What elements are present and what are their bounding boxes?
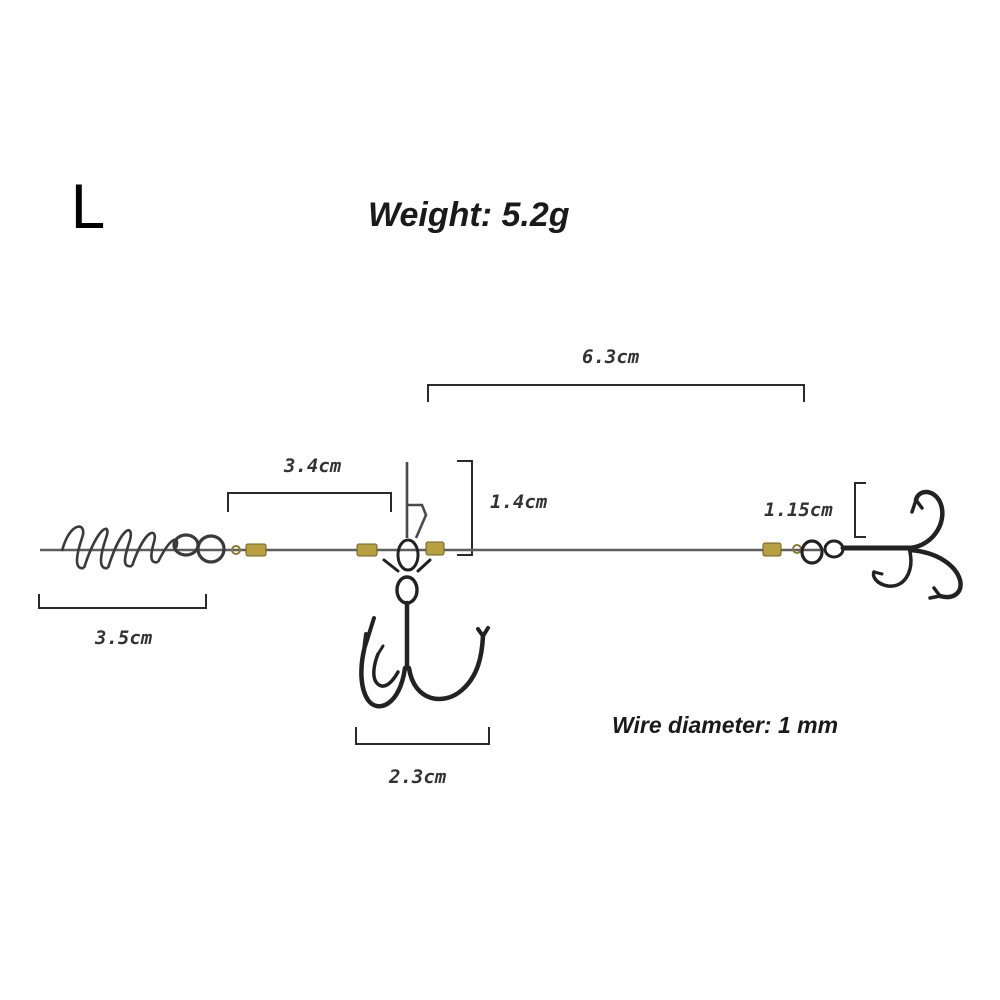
sleeve-4 — [762, 542, 782, 557]
bracket-middle-hook — [355, 727, 490, 745]
dimension-brackets — [38, 384, 866, 745]
dim-pin-height: 1.4cm — [490, 491, 548, 513]
wire-diameter-label: Wire diameter: 1 mm — [612, 712, 839, 738]
weight-label: Weight: 5.2g — [368, 196, 570, 234]
bracket-pin-height — [457, 460, 473, 556]
tail-treble-hook — [800, 489, 963, 600]
split-rings — [172, 533, 226, 564]
corkscrew — [60, 525, 179, 570]
bracket-tail-hook — [854, 482, 866, 538]
bracket-front-wire — [227, 492, 392, 512]
sleeve-2 — [356, 543, 378, 557]
pin — [405, 462, 428, 539]
dim-middle-hook: 2.3cm — [389, 766, 447, 788]
bracket-screw — [38, 594, 207, 609]
bracket-stinger-wire — [427, 384, 805, 402]
sleeve-3 — [425, 541, 445, 556]
brass-sleeves — [245, 541, 782, 557]
dim-screw: 3.5cm — [95, 627, 153, 649]
middle-treble-hook — [359, 538, 490, 709]
dim-front-wire: 3.4cm — [284, 455, 342, 477]
dim-stinger-wire: 6.3cm — [582, 346, 640, 368]
sleeve-1 — [245, 543, 267, 557]
dim-tail-hook: 1.15cm — [764, 499, 833, 521]
size-label: L — [70, 173, 104, 243]
